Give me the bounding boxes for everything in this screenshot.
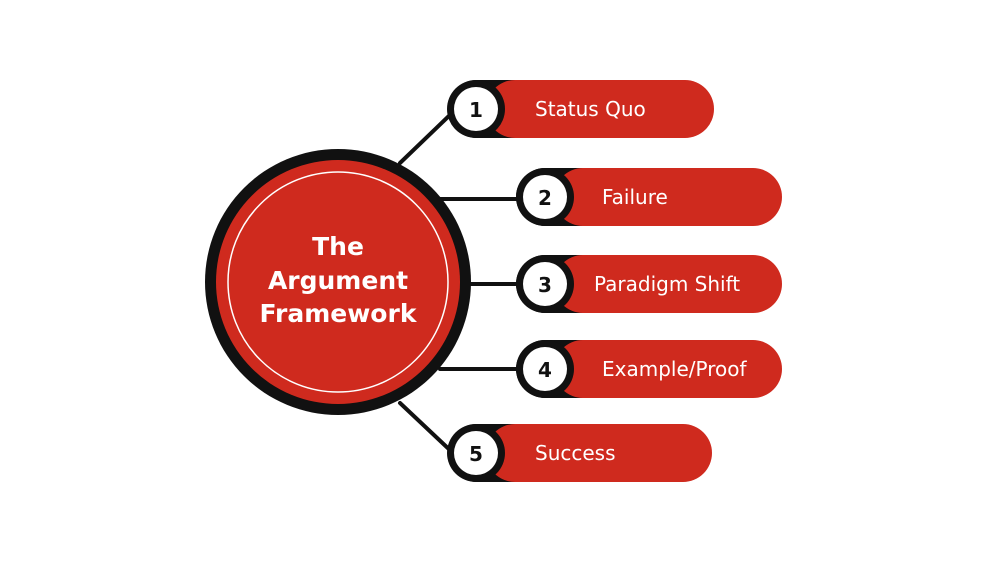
- step-2-badge: [523, 175, 567, 219]
- step-4-label: Example/Proof: [602, 357, 747, 381]
- step-2-number: 2: [538, 186, 552, 210]
- step-1-number: 1: [469, 98, 483, 122]
- step-5-number: 5: [469, 442, 483, 466]
- hub-fill: [216, 160, 460, 404]
- step-1: 1 Status Quo: [447, 80, 714, 138]
- step-2-pill: [554, 168, 782, 226]
- step-5-badge: [454, 431, 498, 475]
- step-5: 5 Success: [447, 424, 712, 482]
- step-1-label: Status Quo: [535, 97, 646, 121]
- step-4-badge: [523, 347, 567, 391]
- step-3-label: Paradigm Shift: [594, 272, 740, 296]
- step-3-pill: [554, 255, 782, 313]
- step-1-pill: [486, 80, 714, 138]
- step-5-label: Success: [535, 441, 616, 465]
- step-2-label: Failure: [602, 185, 668, 209]
- connector-1: [398, 111, 454, 165]
- step-3-number: 3: [538, 273, 552, 297]
- step-4: 4 Example/Proof: [516, 340, 782, 398]
- step-4-pill: [554, 340, 782, 398]
- step-3-badge: [523, 262, 567, 306]
- step-2: 2 Failure: [516, 168, 782, 226]
- hub: The Argument Framework: [205, 149, 471, 415]
- hub-title-line-2: Argument: [268, 266, 408, 295]
- step-4-number: 4: [538, 358, 552, 382]
- hub-inner-ring: [227, 171, 449, 393]
- hub-title-line-3: Framework: [260, 299, 418, 328]
- hub-title-line-1: The: [312, 232, 364, 261]
- step-3: 3 Paradigm Shift: [516, 255, 782, 313]
- connector-5: [398, 401, 454, 454]
- step-5-pill: [486, 424, 712, 482]
- step-1-badge: [454, 87, 498, 131]
